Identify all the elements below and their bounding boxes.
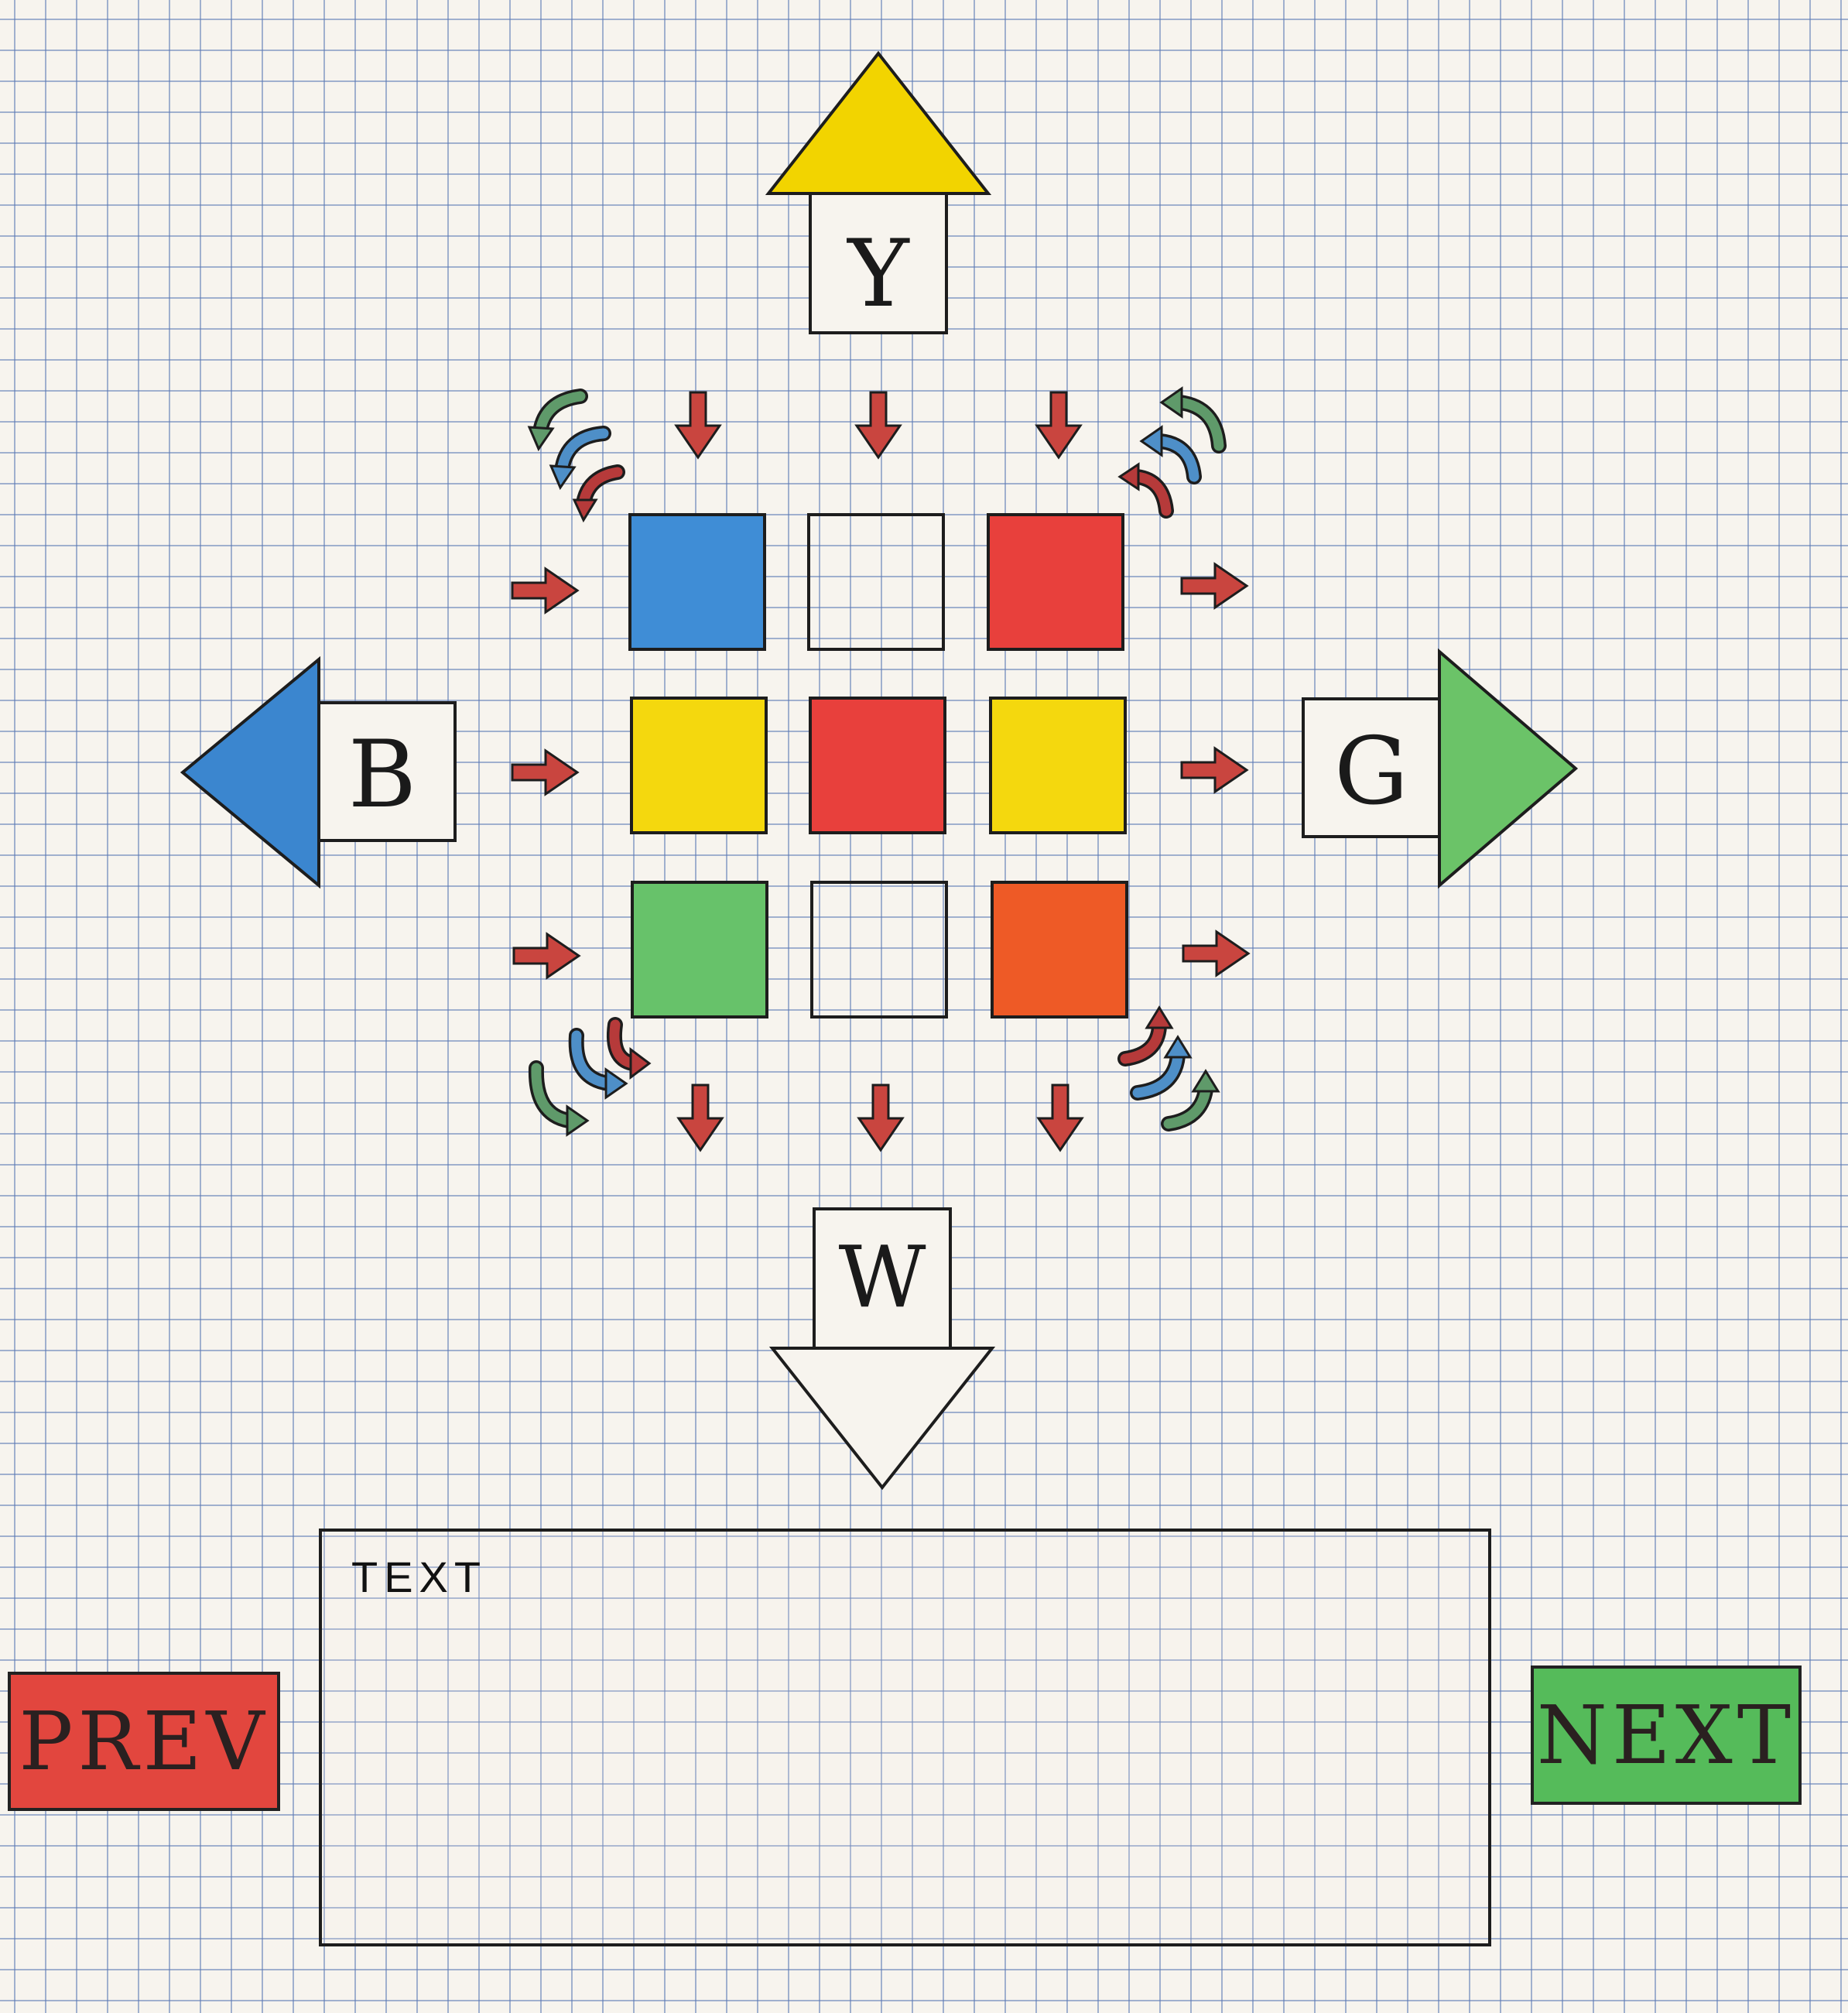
arrow-left-icon bbox=[180, 656, 320, 889]
arrow-right-icon bbox=[512, 932, 581, 980]
face-label-w: W bbox=[838, 1227, 926, 1327]
rotate-arrow-red-icon[interactable] bbox=[572, 464, 625, 523]
move-right-arrow-row-1-left[interactable] bbox=[511, 567, 580, 615]
arrow-down-icon bbox=[1036, 1084, 1084, 1152]
arrow-down-icon bbox=[768, 1347, 996, 1491]
rotate-arrow-green-icon[interactable] bbox=[1161, 1069, 1220, 1131]
move-right-arrow-row-1-right[interactable] bbox=[1180, 562, 1250, 610]
move-down-arrow-col-3-top[interactable] bbox=[1035, 391, 1083, 460]
arrow-down-icon bbox=[854, 391, 902, 460]
move-down-arrow-col-2-top[interactable] bbox=[854, 391, 902, 460]
arrow-down-icon bbox=[674, 391, 722, 460]
arrow-down-icon bbox=[1035, 391, 1083, 460]
arrow-right-icon bbox=[1180, 562, 1249, 610]
cube-cell-2-2[interactable] bbox=[991, 881, 1128, 1018]
rotate-arrow-blue-icon[interactable] bbox=[1130, 1035, 1193, 1101]
arrow-right-icon bbox=[511, 748, 580, 796]
prev-button[interactable]: PREV bbox=[8, 1672, 280, 1811]
rotate-arrow-red-icon[interactable] bbox=[1117, 1005, 1174, 1066]
rotate-arrow-blue-icon[interactable] bbox=[568, 1028, 628, 1100]
rotate-arrow-blue-icon[interactable] bbox=[549, 426, 611, 491]
move-right-arrow-row-2-left[interactable] bbox=[511, 748, 580, 796]
move-right-arrow-row-3-left[interactable] bbox=[512, 932, 582, 980]
next-button[interactable]: NEXT bbox=[1531, 1666, 1802, 1805]
cube-cell-2-1[interactable] bbox=[810, 881, 948, 1018]
text-output-box[interactable]: TEXT bbox=[319, 1529, 1491, 1946]
face-label-y: Y bbox=[846, 221, 910, 328]
arrow-right-icon bbox=[1438, 648, 1579, 889]
rotate-arrow-red-icon[interactable] bbox=[1117, 462, 1174, 519]
face-arrow-white-down[interactable]: W bbox=[766, 1206, 998, 1492]
rotate-arrows-bottom-left bbox=[528, 1017, 652, 1137]
cube-cell-0-0[interactable] bbox=[628, 513, 766, 651]
arrow-right-icon bbox=[511, 567, 580, 615]
face-arrow-blue-left[interactable]: B bbox=[180, 656, 458, 889]
arrow-right-icon bbox=[1180, 746, 1249, 794]
text-box-label: TEXT bbox=[351, 1553, 488, 1601]
cube-cell-1-0[interactable] bbox=[630, 697, 768, 834]
move-down-arrow-col-1-top[interactable] bbox=[674, 391, 722, 460]
rotate-arrow-green-icon[interactable] bbox=[527, 389, 588, 452]
cube-cell-1-2[interactable] bbox=[989, 697, 1127, 834]
arrow-right-icon bbox=[1182, 929, 1251, 977]
rotate-arrows-top-left bbox=[527, 389, 625, 523]
face-arrow-green-right[interactable]: G bbox=[1300, 648, 1579, 889]
face-label-g: G bbox=[1334, 718, 1408, 826]
cube-cell-0-1[interactable] bbox=[807, 513, 945, 651]
move-right-arrow-row-2-right[interactable] bbox=[1180, 746, 1250, 794]
arrow-down-icon bbox=[857, 1084, 905, 1152]
arrow-down-icon bbox=[676, 1084, 724, 1152]
move-down-arrow-col-3-bottom[interactable] bbox=[1036, 1084, 1084, 1153]
rotate-arrow-red-icon[interactable] bbox=[607, 1017, 652, 1080]
cube-cell-0-2[interactable] bbox=[987, 513, 1124, 651]
rotate-arrow-blue-icon[interactable] bbox=[1139, 425, 1202, 484]
cube-cell-1-1[interactable] bbox=[809, 697, 946, 834]
move-right-arrow-row-3-right[interactable] bbox=[1182, 929, 1251, 977]
move-down-arrow-col-1-bottom[interactable] bbox=[676, 1084, 724, 1153]
rotate-arrows-bottom-right bbox=[1117, 1005, 1220, 1131]
cube-cell-2-0[interactable] bbox=[631, 881, 768, 1018]
arrow-up-icon bbox=[765, 50, 992, 195]
move-down-arrow-col-2-bottom[interactable] bbox=[857, 1084, 905, 1153]
face-label-b: B bbox=[348, 721, 416, 829]
rotate-arrow-green-icon[interactable] bbox=[528, 1060, 590, 1137]
rotate-arrow-green-icon[interactable] bbox=[1159, 386, 1227, 454]
face-arrow-yellow-up[interactable]: Y bbox=[762, 50, 994, 337]
rotate-arrows-top-right bbox=[1117, 386, 1227, 519]
